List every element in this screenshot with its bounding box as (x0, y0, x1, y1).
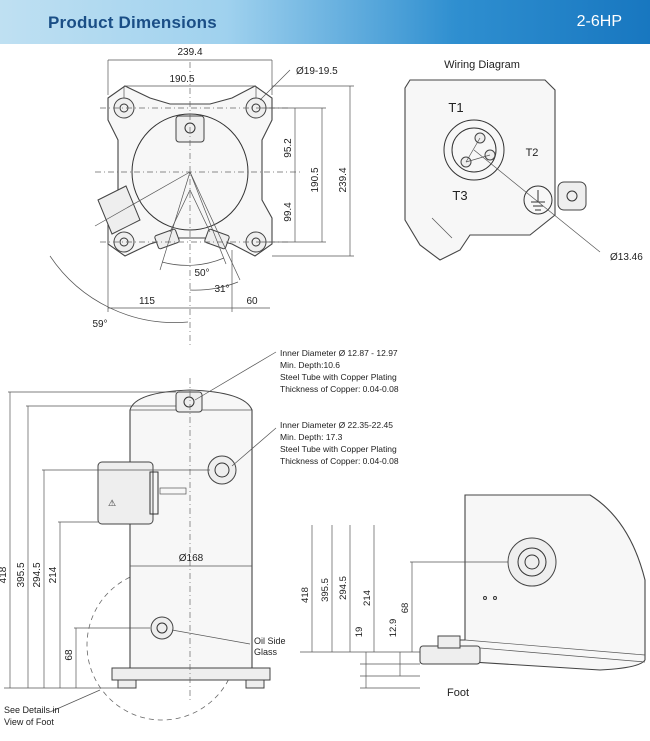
terminal-icon-glyph: ⚠ (108, 498, 116, 508)
label-t3: T3 (452, 188, 467, 203)
dim-190-5-width: 190.5 (169, 74, 194, 85)
angle-31: 31° (214, 284, 229, 295)
foot-view-fitting (507, 537, 557, 587)
discharge-fitting (207, 455, 237, 485)
suction-fitting (175, 391, 203, 413)
side-h395-5: 395.5 (16, 562, 27, 587)
foot-bracket (419, 645, 481, 665)
side-h294-5: 294.5 (32, 562, 43, 587)
oil-glass-label-0: Oil Side (254, 636, 286, 646)
suction-note-0: Inner Diameter Ø 12.87 - 12.97 (280, 348, 398, 358)
angle-59: 59° (92, 319, 107, 330)
wiring-title: Wiring Diagram (444, 59, 520, 71)
compressor-shell (129, 389, 253, 669)
side-view: ⚠ Ø168 Inner Diameter Ø 12.87 - 12.97 Mi… (0, 348, 399, 727)
foot-h294-5: 294.5 (338, 576, 349, 600)
foot-h214: 214 (362, 590, 373, 606)
page-title: Product Dimensions (48, 13, 217, 32)
dim-115: 115 (139, 296, 155, 307)
dim-60: 60 (246, 296, 258, 307)
oil-sight-glass (150, 616, 174, 640)
foot-h12-9: 12.9 (388, 619, 399, 638)
discharge-note-1: Min. Depth: 17.3 (280, 432, 343, 442)
label-t2: T2 (526, 147, 539, 159)
see-details-0: See Details in (4, 705, 60, 715)
discharge-note-2: Steel Tube with Copper Plating (280, 444, 397, 454)
model-range: 2-6HP (576, 13, 622, 30)
top-view: 239.4 190.5 Ø19-19.5 95.2 99.4 190.5 239… (49, 47, 354, 345)
base-plate (111, 667, 271, 681)
dim-239-4-width: 239.4 (177, 47, 202, 58)
foot-label: Foot (447, 687, 469, 699)
suction-note-2: Steel Tube with Copper Plating (280, 372, 397, 382)
label-t1: T1 (448, 100, 463, 115)
dim-95-2: 95.2 (283, 138, 294, 158)
foot-h19: 19 (354, 627, 365, 638)
suction-note-1: Min. Depth:10.6 (280, 360, 340, 370)
foot-view: Foot 418 395.5 294.5 214 19 12.9 68 (300, 494, 646, 699)
angle-50: 50° (194, 268, 209, 279)
side-h418: 418 (0, 566, 9, 583)
foot-h395-5: 395.5 (320, 578, 331, 602)
dim-190-5-height: 190.5 (310, 167, 321, 192)
discharge-note-0: Inner Diameter Ø 22.35-22.45 (280, 420, 393, 430)
dim-99-4: 99.4 (283, 202, 294, 222)
wiring-diagram: Wiring Diagram T1 T2 T3 Ø13.46 (404, 59, 643, 263)
side-h68: 68 (64, 649, 75, 661)
wiring-diameter: Ø13.46 (610, 252, 643, 263)
dim-diameter-168: Ø168 (179, 553, 204, 564)
foot-h68: 68 (400, 603, 411, 614)
dim-239-4-height: 239.4 (338, 167, 349, 192)
ground-terminal (523, 185, 553, 215)
terminal-box-outline (404, 79, 556, 261)
see-details-1: View of Foot (4, 717, 54, 727)
suction-note-3: Thickness of Copper: 0.04-0.08 (280, 384, 399, 394)
header-banner: Product Dimensions 2-6HP (0, 0, 650, 44)
terminal-box-side (97, 461, 154, 525)
terminal-box-tab (557, 181, 587, 211)
hole-diameter-label: Ø19-19.5 (296, 66, 338, 77)
terminal-box-top (97, 185, 141, 235)
oil-glass-label-1: Glass (254, 647, 278, 657)
foot-h418: 418 (300, 587, 311, 603)
terminal-plate-outer (443, 119, 505, 181)
side-h214: 214 (48, 566, 59, 583)
discharge-note-3: Thickness of Copper: 0.04-0.08 (280, 456, 399, 466)
